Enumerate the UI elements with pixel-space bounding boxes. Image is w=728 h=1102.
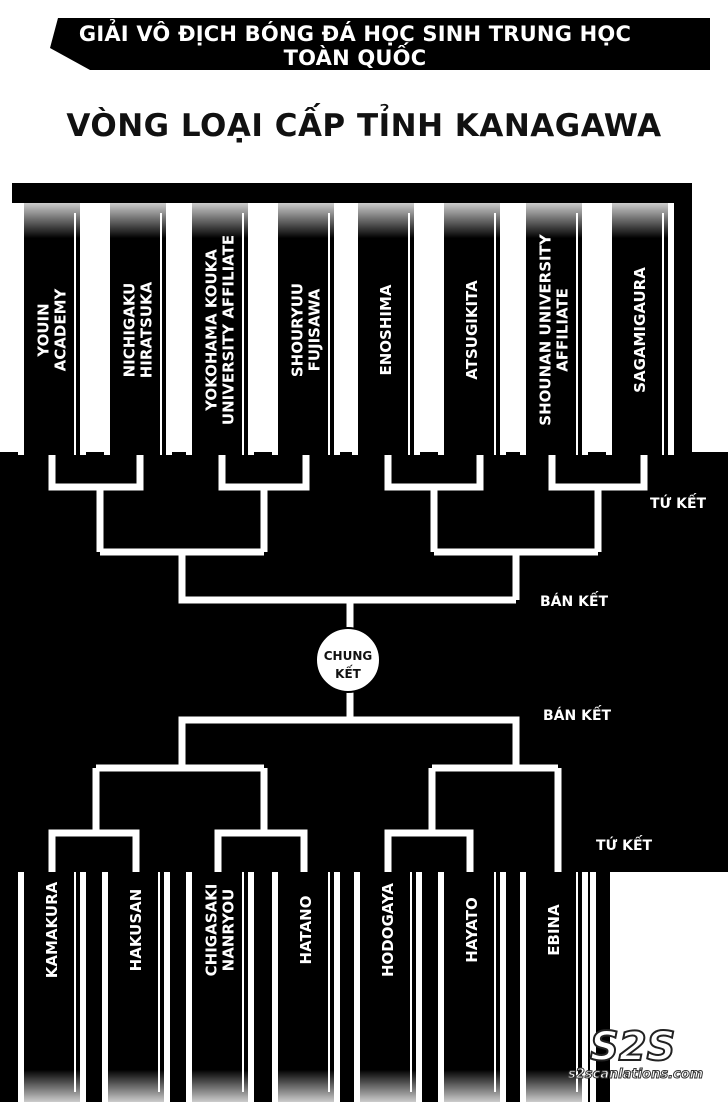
team-name: FUJISAWA [306, 288, 324, 371]
semifinal-top-label: BÁN KẾT [540, 594, 609, 610]
top-team-slot: ENOSHIMA [352, 203, 420, 455]
team-box [278, 872, 334, 1102]
watermark-logo: S2S [589, 1023, 676, 1071]
slot-rule [576, 213, 578, 455]
qf-line-top-3 [384, 455, 484, 552]
bottom-team-slot: HAYATO [438, 872, 506, 1102]
team-name: ENOSHIMA [377, 284, 395, 375]
team-box [526, 203, 582, 455]
slot-rule [158, 872, 160, 1092]
qf-line-bottom-1 [48, 768, 140, 872]
team-name: HATANO [297, 896, 315, 965]
team-name: AFFILIATE [554, 288, 572, 372]
team-name: HIRATSUKA [138, 281, 156, 378]
team-box [360, 872, 416, 1102]
team-name: SAGAMIGAURA [631, 267, 649, 393]
team-box [108, 872, 164, 1102]
team-name: CHIGASAKI [203, 884, 221, 977]
team-name: YOUIN [35, 303, 53, 357]
team-name: HODOGAYA [379, 883, 397, 977]
top-frame [12, 183, 692, 203]
qf-line-bottom-3 [384, 768, 474, 872]
qf-line-bottom-2 [214, 768, 308, 872]
team-name: YOKOHAMA KOUKA [203, 249, 221, 412]
page-title: VÒNG LOẠI CẤP TỈNH KANAGAWA [66, 108, 662, 144]
quarterfinal-top-label: TỨ KẾT [650, 496, 707, 512]
semifinal-bottom-label: BÁN KẾT [543, 708, 612, 724]
slot-rule [328, 213, 330, 455]
team-name: NICHIGAKU [121, 283, 139, 378]
team-name: UNIVERSITY AFFILIATE [220, 235, 238, 425]
slot-rule [74, 213, 76, 455]
top-team-slot: ATSUGIKITA [438, 203, 506, 455]
top-team-slot: SAGAMIGAURA [606, 203, 674, 455]
final-label-line1: CHUNG [323, 649, 373, 663]
bracket-lines [48, 455, 648, 872]
slot-rule [408, 213, 410, 455]
team-box [358, 203, 414, 455]
slot-rule [242, 213, 244, 455]
team-box [444, 872, 500, 1102]
team-name: ATSUGIKITA [463, 280, 481, 380]
qf-line-top-2 [218, 455, 310, 552]
watermark-logo-text: S2S [590, 1024, 675, 1070]
team-box [526, 872, 582, 1102]
slot-rule [160, 213, 162, 455]
slot-rule [576, 872, 578, 1092]
final-circle [315, 627, 381, 693]
bottom-team-slot: EBINA [520, 872, 588, 1102]
team-box [24, 872, 80, 1102]
final-label-line2: KẾT [335, 667, 361, 681]
slot-rule [74, 872, 76, 1092]
final-label: CHUNG KẾT [319, 647, 377, 683]
team-name: KAMAKURA [43, 881, 61, 978]
qf-line-top-1 [48, 455, 144, 552]
slot-rule [242, 872, 244, 1092]
quarterfinal-bottom-label: TỨ KẾT [596, 838, 653, 854]
slot-rule [410, 872, 412, 1092]
team-name: HAKUSAN [127, 889, 145, 972]
team-box [444, 203, 500, 455]
title-banner [50, 18, 710, 70]
bottom-team-slot: KAMAKURA [18, 872, 86, 1102]
banner-title: GIẢI VÔ ĐỊCH BÓNG ĐÁ HỌC SINH TRUNG HỌC … [78, 22, 632, 70]
team-box [612, 203, 668, 455]
slot-rule [494, 872, 496, 1092]
team-name: SHOURYUU [289, 283, 307, 377]
sf-join-top [178, 552, 520, 630]
slot-rule [494, 213, 496, 455]
team-name: NANRYOU [220, 889, 238, 972]
slot-rule [662, 213, 664, 455]
sf-join-bottom [178, 690, 520, 768]
team-name: SHOUNAN UNIVERSITY [537, 233, 555, 426]
bottom-team-slot: HODOGAYA [354, 872, 422, 1102]
slot-rule [328, 872, 330, 1092]
team-box [110, 203, 166, 455]
team-box [192, 872, 248, 1102]
watermark-site: s2scanlations.com [567, 1067, 704, 1083]
team-name: ACADEMY [52, 288, 70, 372]
qf-line-top-4 [548, 455, 648, 552]
team-name: HAYATO [463, 897, 481, 963]
team-box [192, 203, 248, 455]
bottom-team-slot: HAKUSAN [102, 872, 170, 1102]
team-box [278, 203, 334, 455]
top-frame-right [672, 183, 692, 453]
slot-gap [590, 872, 596, 1102]
team-name: EBINA [545, 904, 563, 956]
bottom-team-slot: HATANO [272, 872, 340, 1102]
team-box [24, 203, 80, 455]
